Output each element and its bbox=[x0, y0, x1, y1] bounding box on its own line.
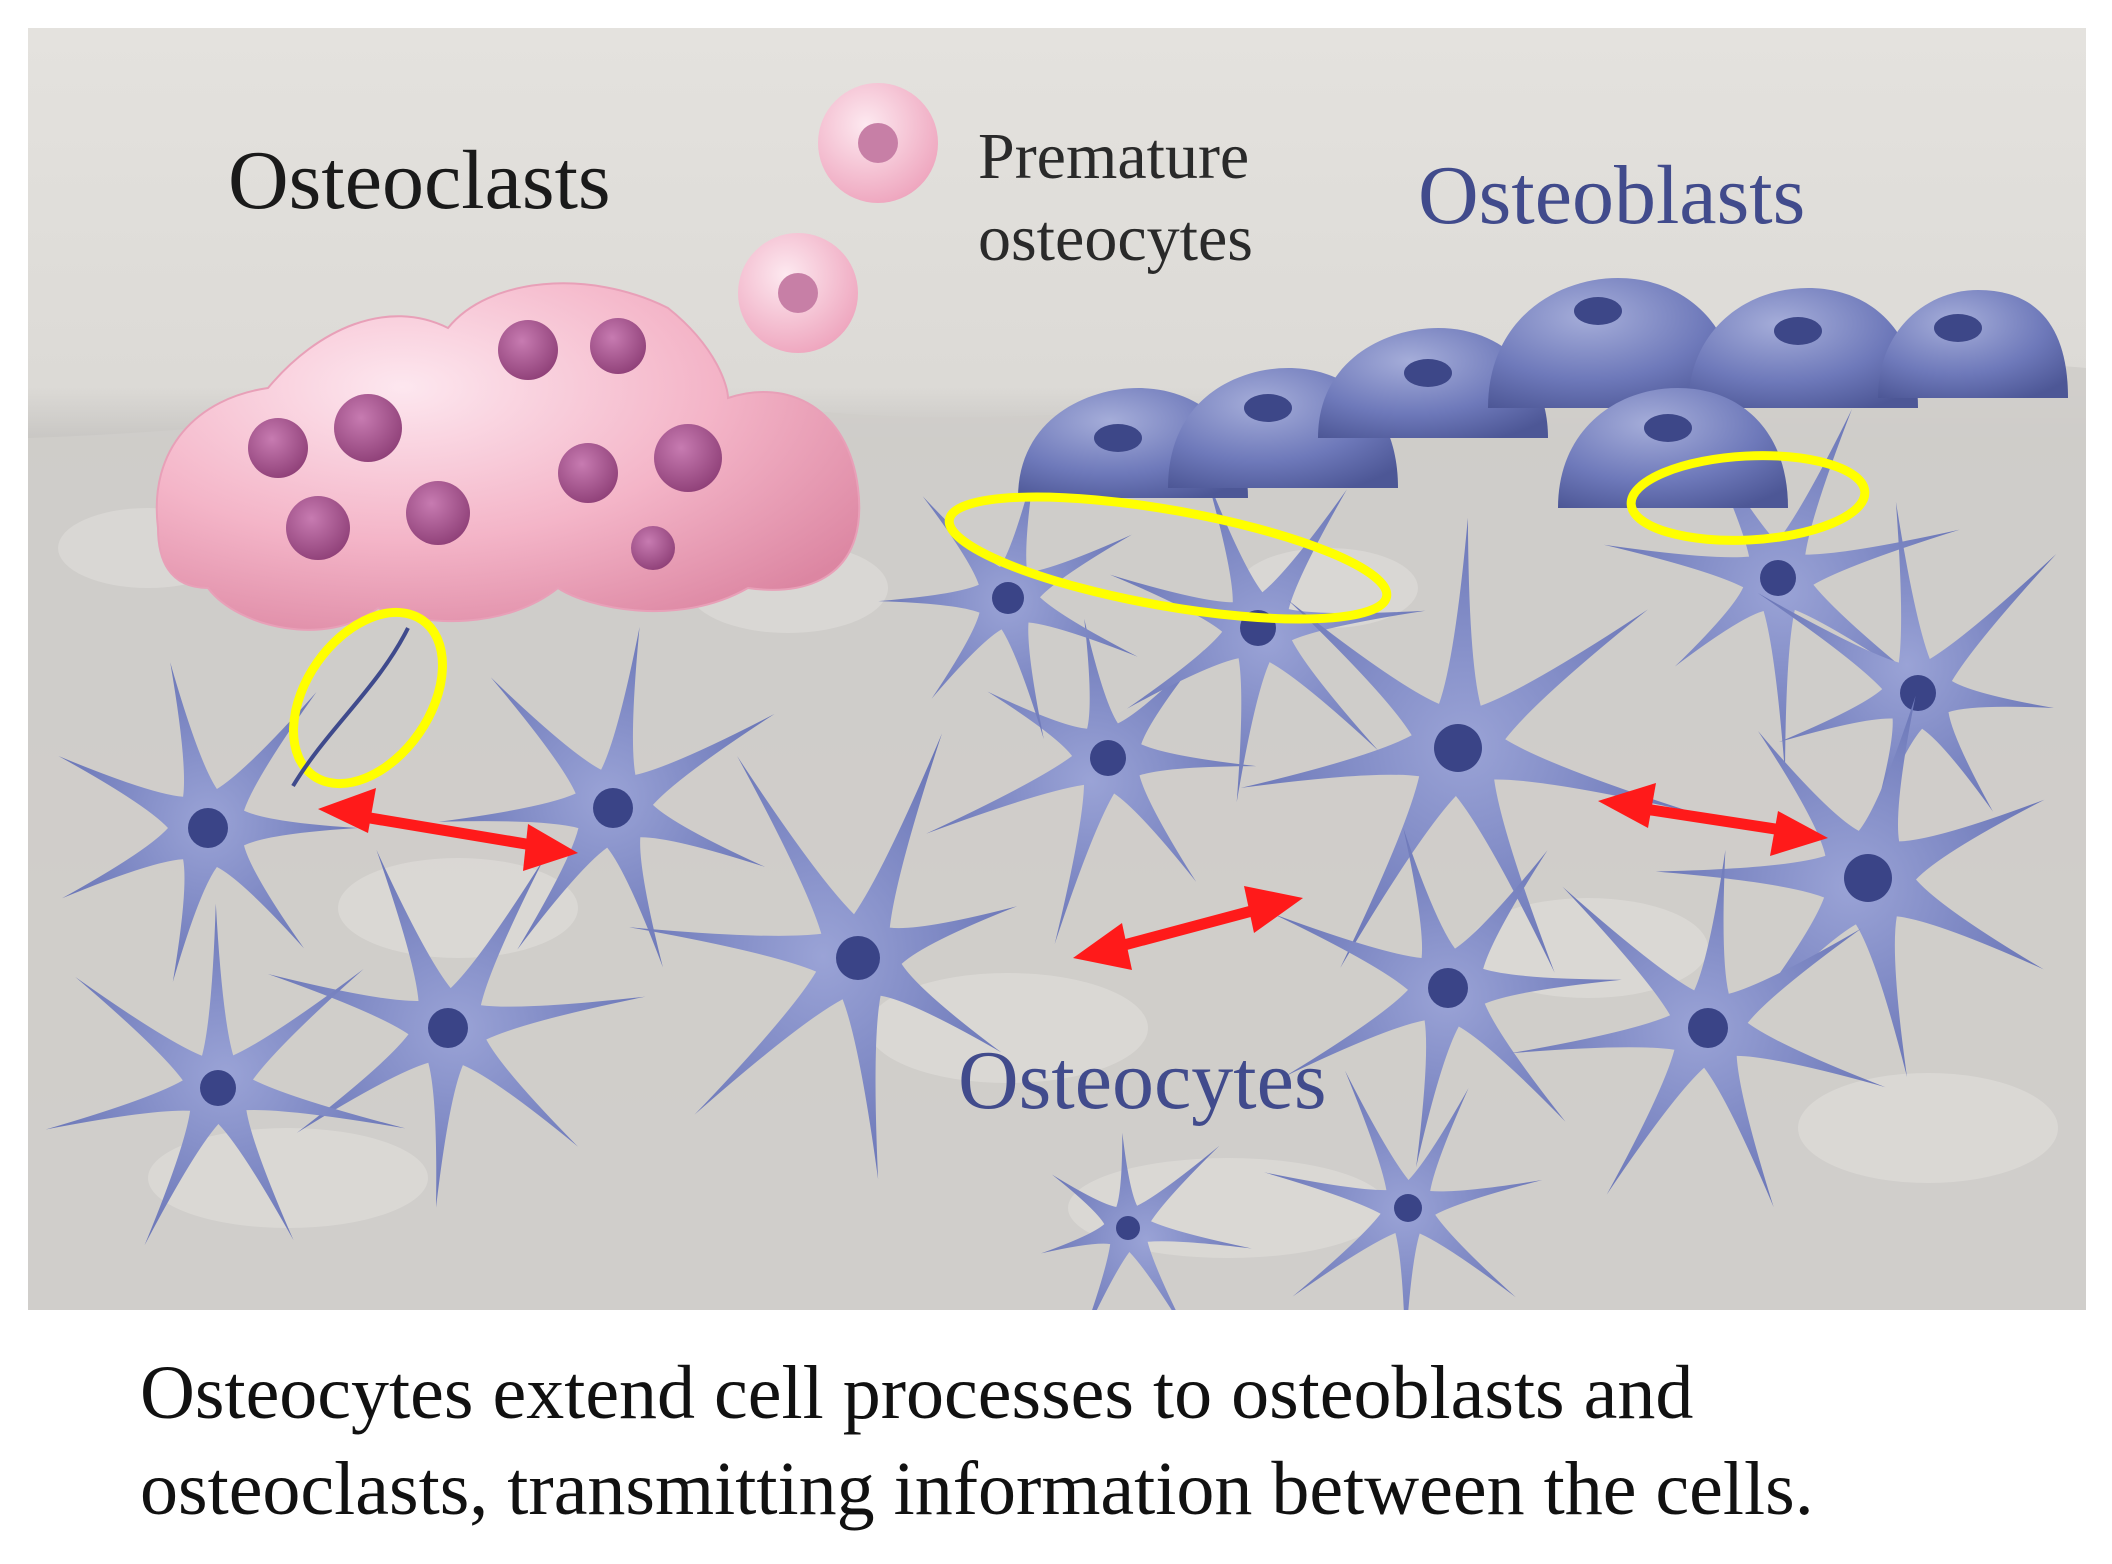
osteocyte-cell bbox=[1240, 517, 1690, 973]
diagram-canvas: Osteoclasts Premature osteocytes Osteobl… bbox=[28, 28, 2086, 1310]
osteocyte-nucleus bbox=[1688, 1008, 1728, 1048]
osteocyte-cell bbox=[1757, 501, 2057, 829]
caption-line-2: osteoclasts, transmitting information be… bbox=[140, 1447, 1814, 1531]
signal-arrow bbox=[318, 788, 578, 871]
osteoblast-cell bbox=[1558, 388, 1788, 508]
osteoblast-cell bbox=[1878, 290, 2068, 398]
osteocyte-nucleus bbox=[836, 936, 880, 980]
osteocyte-cell bbox=[1273, 828, 1622, 1168]
osteoblast-cell bbox=[1688, 288, 1918, 408]
osteocyte-cell bbox=[1264, 1070, 1543, 1310]
osteoblast-contact-ring-right bbox=[1626, 451, 1870, 545]
osteocyte-nucleus bbox=[1116, 1216, 1140, 1240]
osteocyte-body bbox=[926, 618, 1257, 944]
osteoblast-contact-ring-left bbox=[944, 492, 1392, 624]
osteocyte-nucleus bbox=[1760, 560, 1796, 596]
signal-arrow bbox=[1073, 886, 1303, 970]
osteoclast-cluster bbox=[155, 282, 861, 631]
osteocyte-cell bbox=[878, 464, 1138, 740]
osteocyte-cell bbox=[267, 849, 646, 1208]
signal-arrow bbox=[1598, 783, 1828, 856]
osteocyte-network bbox=[45, 409, 2057, 1310]
osteocyte-cell bbox=[58, 662, 359, 982]
osteocyte-process bbox=[291, 627, 410, 788]
signal-arrows bbox=[318, 783, 1828, 970]
osteocyte-cell bbox=[926, 618, 1257, 944]
osteocyte-nucleus bbox=[200, 1070, 236, 1106]
osteocyte-nucleus bbox=[428, 1008, 468, 1048]
label-premature-line2: osteocytes bbox=[978, 202, 1253, 275]
osteocyte-nucleus bbox=[1434, 724, 1482, 772]
osteoclast-contact-ring bbox=[289, 607, 447, 789]
osteocyte-nucleus bbox=[1428, 968, 1468, 1008]
premature-cell bbox=[738, 233, 858, 353]
osteocyte-nucleus bbox=[992, 582, 1024, 614]
premature-cell bbox=[818, 83, 938, 203]
osteocyte-body bbox=[1041, 1132, 1252, 1310]
label-osteoblasts: Osteoblasts bbox=[1418, 149, 1805, 242]
osteoblast-cell bbox=[1488, 278, 1738, 408]
osteocyte-nucleus bbox=[1090, 740, 1126, 776]
contact-highlights bbox=[289, 451, 1870, 789]
osteocyte-cell bbox=[1655, 695, 2045, 1077]
osteocyte-cell bbox=[629, 733, 1017, 1180]
osteocyte-cell bbox=[1510, 849, 1886, 1208]
osteocyte-body bbox=[1757, 501, 2057, 829]
osteoclast-nuclei bbox=[248, 318, 722, 570]
osteoblast-layer bbox=[1018, 278, 2068, 508]
osteocyte-cell bbox=[1603, 409, 1960, 774]
osteocyte-nucleus bbox=[1900, 675, 1936, 711]
label-osteocytes: Osteocytes bbox=[958, 1034, 1327, 1127]
osteocyte-cell bbox=[45, 903, 406, 1246]
osteocyte-cell bbox=[438, 626, 775, 968]
osteocyte-nucleus bbox=[188, 808, 228, 848]
osteoblast-cell bbox=[1318, 328, 1548, 438]
bone-cell-diagram: Osteoclasts Premature osteocytes Osteobl… bbox=[28, 28, 2086, 1310]
figure-caption: Osteocytes extend cell processes to oste… bbox=[140, 1345, 2040, 1537]
osteocyte-cell bbox=[1041, 1132, 1252, 1310]
osteocyte-body bbox=[1264, 1070, 1543, 1310]
label-osteoclasts: Osteoclasts bbox=[228, 134, 611, 227]
osteocyte-nucleus bbox=[593, 788, 633, 828]
osteocyte-body bbox=[629, 733, 1017, 1180]
osteocyte-nucleus bbox=[1394, 1194, 1422, 1222]
label-premature-line1: Premature bbox=[978, 120, 1249, 193]
caption-line-1: Osteocytes extend cell processes to oste… bbox=[140, 1351, 1694, 1435]
osteocyte-nucleus bbox=[1844, 854, 1892, 902]
premature-osteocytes bbox=[738, 83, 938, 353]
